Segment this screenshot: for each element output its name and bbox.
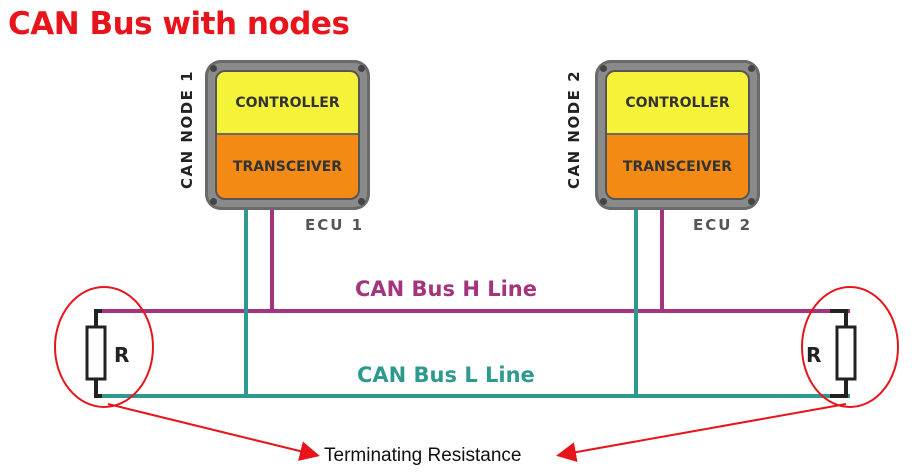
- ecu2-name: ECU 2: [693, 216, 753, 234]
- can-l-line-label: CAN Bus L Line: [357, 363, 535, 387]
- ecu2-transceiver: TRANSCEIVER: [607, 135, 748, 198]
- right-highlight-circle: [801, 286, 899, 408]
- ecu1-box: CONTROLLER TRANSCEIVER: [205, 60, 370, 210]
- terminating-resistance-label: Terminating Resistance: [324, 445, 522, 466]
- ecu1-transceiver: TRANSCEIVER: [217, 135, 358, 198]
- left-arrow: [107, 403, 320, 461]
- can-h-line-label: CAN Bus H Line: [355, 277, 537, 301]
- ecu1-controller: CONTROLLER: [217, 72, 358, 135]
- ecu2-controller: CONTROLLER: [607, 72, 748, 135]
- node2-label: CAN NODE 2: [565, 69, 583, 189]
- right-resistor: R: [806, 309, 857, 398]
- diagram-title: CAN Bus with nodes: [8, 6, 350, 42]
- right-arrow: [556, 403, 847, 463]
- ecu2-box: CONTROLLER TRANSCEIVER: [595, 60, 760, 210]
- right-resistor-label: R: [806, 343, 821, 367]
- ecu1-name: ECU 1: [305, 216, 365, 234]
- left-highlight-circle: [54, 286, 154, 408]
- node1-label: CAN NODE 1: [178, 69, 196, 189]
- left-resistor-label: R: [114, 343, 129, 367]
- left-resistor: R: [85, 309, 129, 398]
